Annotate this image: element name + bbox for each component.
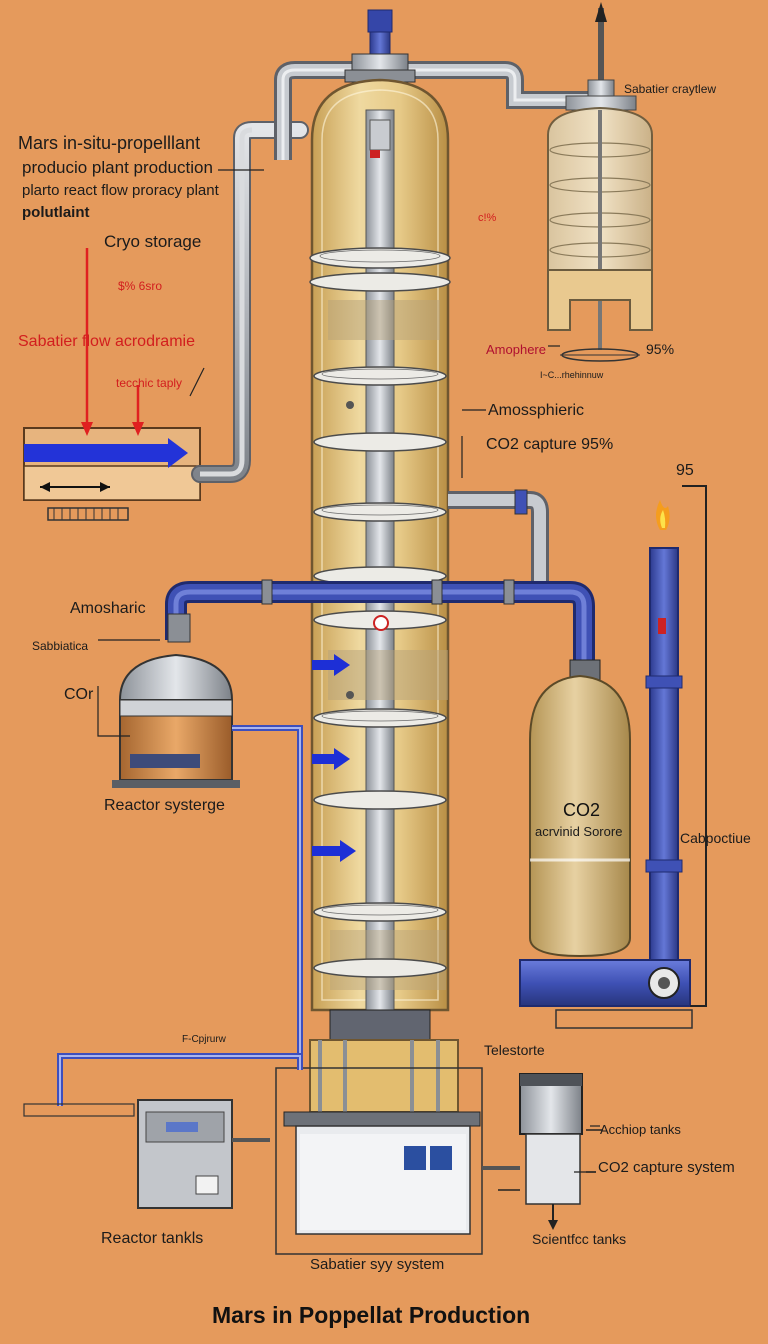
label-cryo-storage: Cryo storage	[104, 232, 202, 251]
capture-filter	[482, 1073, 602, 1230]
leader-lines	[97, 169, 600, 1173]
label-small-caption-right: I~C...rhehinnuw	[540, 370, 604, 380]
label-sabatier-system: Sabatier syy system	[310, 1256, 445, 1273]
label-amophere: Amophere	[486, 342, 546, 357]
header-line-4: polutlaint	[22, 204, 90, 221]
flame-icon	[656, 500, 670, 530]
label-amosharic: Amosharic	[70, 600, 146, 617]
co2-storage-tank	[519, 659, 693, 1029]
label-pct-95-right: 95%	[646, 341, 675, 357]
label-pct-top-left: $% 6sro	[118, 279, 163, 293]
feed-basin	[23, 427, 201, 521]
label-co2-capture-95: CO2 capture 95%	[486, 436, 614, 453]
label-reactor-systerge: Reactor systerge	[104, 797, 225, 814]
header-line-1: Mars in-situ-propelllant	[18, 133, 201, 153]
red-flow-arrows	[81, 248, 144, 436]
label-num-95: 95	[676, 462, 694, 479]
label-small-caption-left: F-Cpjrurw	[182, 1034, 226, 1045]
header-line-2: producio plant production	[22, 158, 213, 177]
flow-arrow-icon	[312, 654, 356, 862]
label-telestorte: Telestorte	[484, 1042, 545, 1058]
label-co2-capture-system: CO2 capture system	[598, 1159, 735, 1176]
label-co-left: COr	[64, 686, 94, 703]
label-pct-red-mid: c!%	[478, 212, 497, 224]
label-scientific-tanks: Scientfcc tanks	[532, 1231, 627, 1247]
label-acchiop-tanks: Acchiop tanks	[600, 1122, 681, 1137]
label-sabatier-craytlew: Sabatier craytlew	[624, 82, 717, 96]
flare-stack	[645, 485, 707, 1007]
sabatier-vessel	[547, 2, 653, 362]
reactor-vessel	[112, 613, 240, 788]
flow-arrow-icon	[24, 438, 188, 468]
label-sabbiatica: Sabbiatica	[32, 639, 89, 653]
reactor-control-unit	[23, 1053, 303, 1209]
label-cabpoctiue: Cabpoctiue	[680, 830, 751, 846]
label-tecchic-taply: tecchic taply	[116, 376, 183, 390]
label-co2-tank: CO2	[563, 800, 601, 820]
label-tank-sub: acrvinid Sorore	[535, 824, 623, 839]
label-sabatier-flow: Sabatier flow acrodramie	[18, 333, 195, 350]
header-line-3: plarto react flow proracy plant	[22, 182, 219, 199]
page-title: Mars in Poppellat Production	[212, 1302, 531, 1328]
label-reactor-tanks: Reactor tankls	[101, 1230, 204, 1247]
label-amosspheric: Amossphieric	[488, 402, 585, 419]
distillation-column	[275, 9, 483, 1255]
